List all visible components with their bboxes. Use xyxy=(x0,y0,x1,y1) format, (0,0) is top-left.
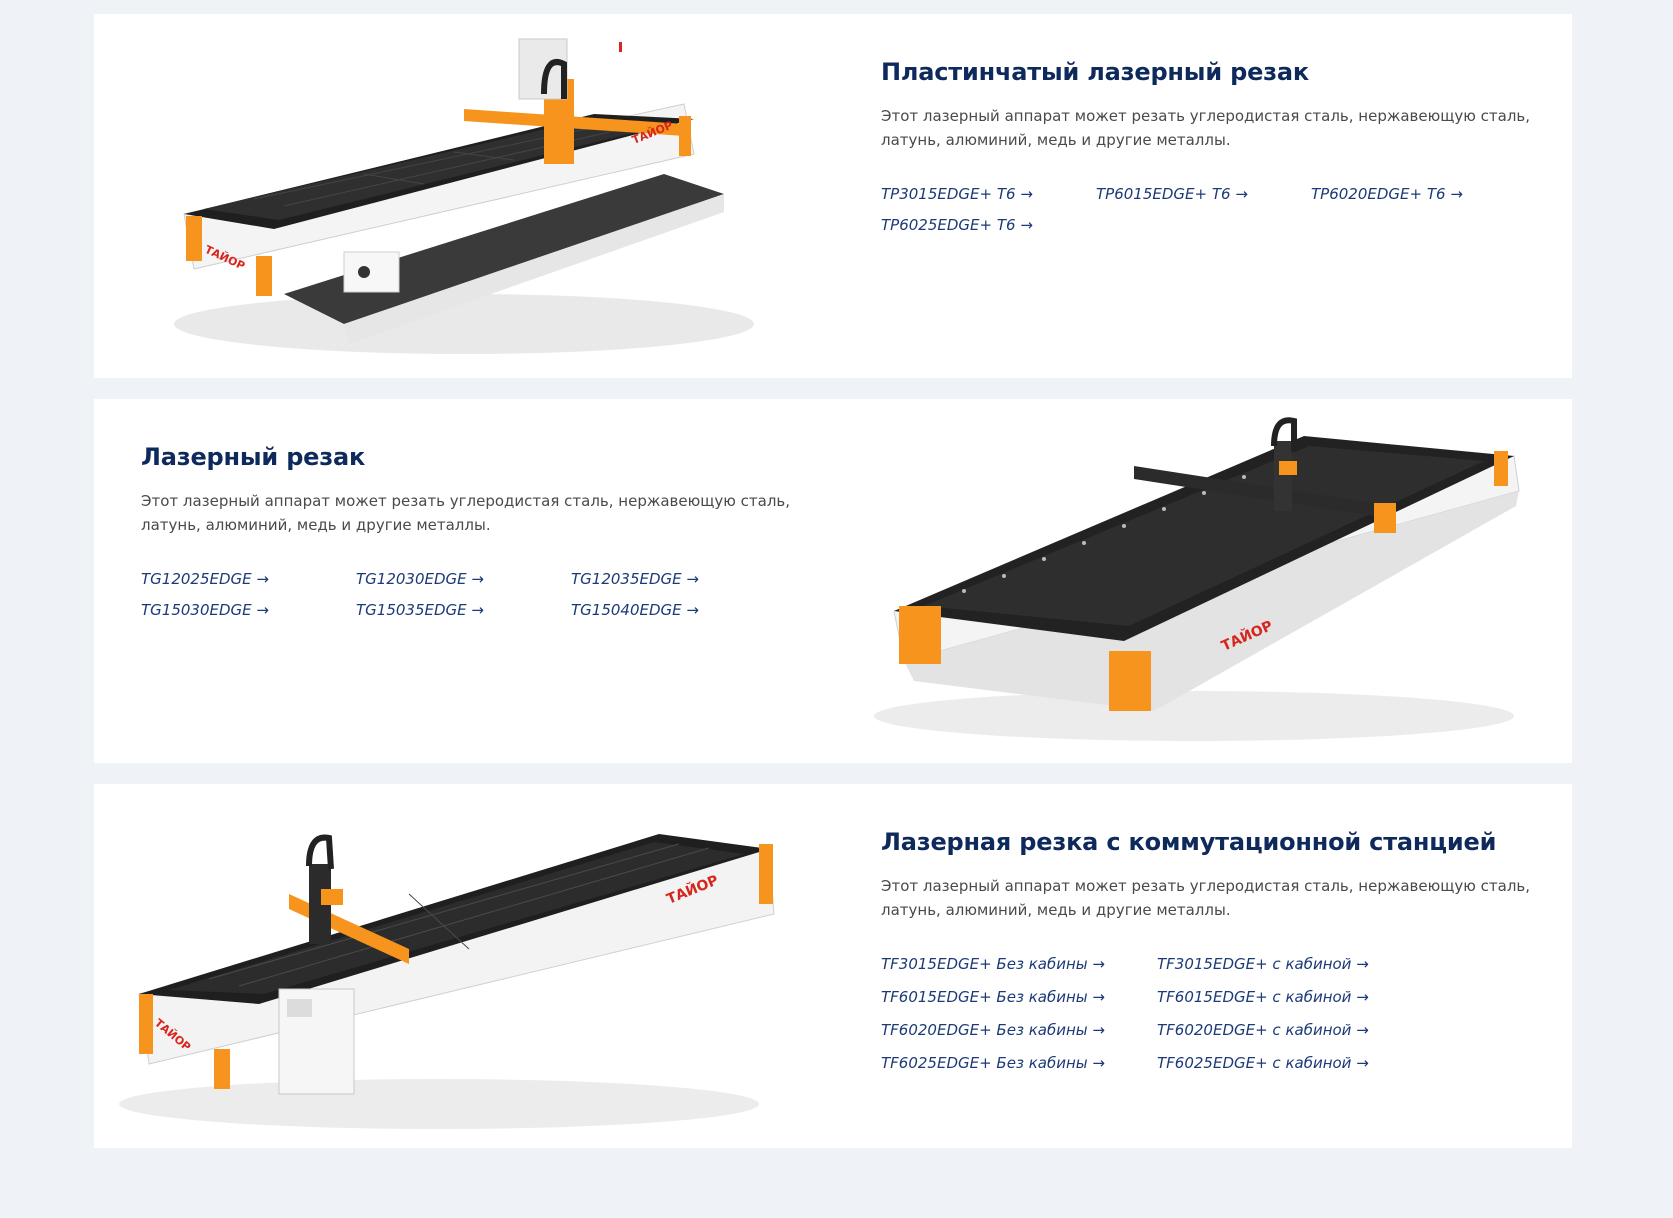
model-link-tg15040[interactable]: TG15040EDGE → xyxy=(571,601,699,619)
model-link-tf3015-cabin[interactable]: TF3015EDGE+ с кабиной → xyxy=(1157,955,1369,973)
model-links: TP3015EDGE+ T6 → TP6015EDGE+ T6 → TP6020… xyxy=(881,182,1531,237)
model-link-tp6020[interactable]: TP6020EDGE+ T6 → xyxy=(1311,185,1463,203)
product-card-plate-cutter: ТАЙОР ТАЙОР Пластинчатый лазерный резак … xyxy=(94,14,1572,378)
product-info: Лазерный резак Этот лазерный аппарат мож… xyxy=(141,443,791,622)
product-description: Этот лазерный аппарат может резать углер… xyxy=(881,877,1531,919)
model-link-tg12035[interactable]: TG12035EDGE → xyxy=(571,570,699,588)
model-link-tf6015-cabin[interactable]: TF6015EDGE+ с кабиной → xyxy=(1157,988,1369,1006)
model-link-tf3015-no-cabin[interactable]: TF3015EDGE+ Без кабины → xyxy=(881,955,1105,973)
model-link-tg15030[interactable]: TG15030EDGE → xyxy=(141,601,269,619)
model-links: TF3015EDGE+ Без кабины → TF3015EDGE+ с к… xyxy=(881,952,1531,1075)
exchange-station-laser-image: ТАЙОР ТАЙОР xyxy=(109,804,809,1134)
model-link-tf6025-no-cabin[interactable]: TF6025EDGE+ Без кабины → xyxy=(881,1054,1105,1072)
product-card-exchange-station: ТАЙОР ТАЙОР Лазерная резка с коммутацион… xyxy=(94,784,1572,1148)
product-info: Пластинчатый лазерный резак Этот лазерны… xyxy=(881,58,1531,237)
model-link-tg15035[interactable]: TG15035EDGE → xyxy=(356,601,484,619)
model-link-tp6025[interactable]: TP6025EDGE+ T6 → xyxy=(881,216,1033,234)
laser-cutter-image: ТАЙОР xyxy=(854,411,1534,751)
model-link-tf6025-cabin[interactable]: TF6025EDGE+ с кабиной → xyxy=(1157,1054,1369,1072)
product-title: Лазерная резка с коммутационной станцией xyxy=(881,828,1497,856)
product-description: Этот лазерный аппарат может резать углер… xyxy=(141,492,791,534)
product-title: Пластинчатый лазерный резак xyxy=(881,58,1309,86)
model-link-tp3015[interactable]: TP3015EDGE+ T6 → xyxy=(881,185,1033,203)
model-link-tg12025[interactable]: TG12025EDGE → xyxy=(141,570,269,588)
model-link-tg12030[interactable]: TG12030EDGE → xyxy=(356,570,484,588)
model-link-tf6020-no-cabin[interactable]: TF6020EDGE+ Без кабины → xyxy=(881,1021,1105,1039)
model-link-tf6020-cabin[interactable]: TF6020EDGE+ с кабиной → xyxy=(1157,1021,1369,1039)
product-card-laser-cutter: Лазерный резак Этот лазерный аппарат мож… xyxy=(94,399,1572,763)
model-link-tf6015-no-cabin[interactable]: TF6015EDGE+ Без кабины → xyxy=(881,988,1105,1006)
model-link-tp6015[interactable]: TP6015EDGE+ T6 → xyxy=(1096,185,1248,203)
product-title: Лазерный резак xyxy=(141,443,366,471)
model-links: TG12025EDGE → TG12030EDGE → TG12035EDGE … xyxy=(141,567,791,622)
product-info: Лазерная резка с коммутационной станцией… xyxy=(881,828,1531,1075)
plate-laser-cutter-image: ТАЙОР ТАЙОР xyxy=(164,24,784,364)
product-description: Этот лазерный аппарат может резать углер… xyxy=(881,107,1531,149)
